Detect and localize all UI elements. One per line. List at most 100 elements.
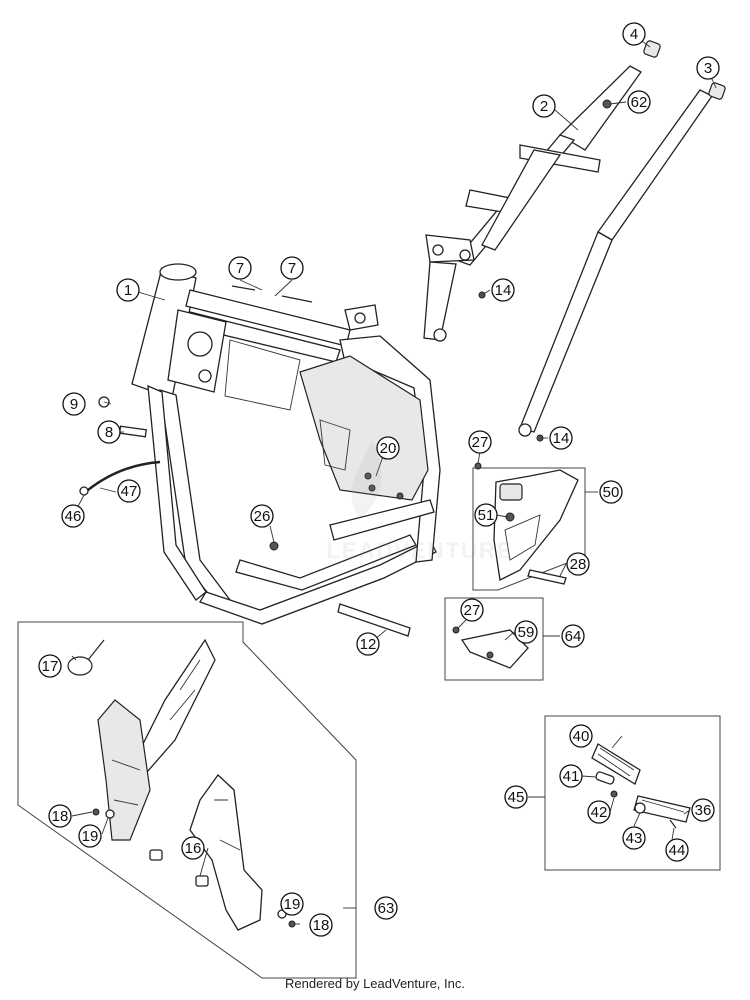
callout-12: 12 [356,632,380,656]
callout-45: 45 [504,785,528,809]
callout-42: 42 [587,800,611,824]
callout-14a: 14 [491,278,515,302]
svg-text:1: 1 [124,282,132,299]
cable-tie-17 [67,639,105,676]
callout-62: 62 [627,90,651,114]
bolt-27-upper [474,462,482,470]
svg-text:LEADVENTURE: LEADVENTURE [326,538,513,563]
svg-text:40: 40 [573,728,590,745]
callout-26: 26 [250,504,274,528]
svg-text:12: 12 [360,636,377,653]
callout-40: 40 [569,724,593,748]
svg-text:62: 62 [631,94,648,111]
cotter-pin-44 [669,819,677,829]
svg-text:3: 3 [704,60,712,77]
leadventure-watermark: LEADVENTURE [326,440,513,563]
bolt-62 [602,99,612,109]
callout-7b: 7 [280,256,304,280]
hose-47 [87,460,161,491]
frame-cap-3 [708,82,726,100]
spring-42 [610,790,618,798]
svg-text:20: 20 [380,440,397,457]
callout-63: 63 [374,896,398,920]
callout-43: 43 [622,826,646,850]
callout-16: 16 [181,836,205,860]
svg-text:26: 26 [254,508,271,525]
callout-44: 44 [665,838,689,862]
svg-text:19: 19 [82,828,99,845]
frame-protector-group-box [17,621,357,979]
chain-guide-group-box [444,597,544,681]
callout-41: 41 [559,764,583,788]
svg-text:18: 18 [313,917,330,934]
svg-text:16: 16 [185,840,202,857]
svg-text:27: 27 [464,602,481,619]
callout-47: 47 [117,479,141,503]
svg-text:45: 45 [508,789,525,806]
svg-text:43: 43 [626,830,643,847]
callout-layer: 4 3 2 62 7 7 1 14 9 8 14 27 50 47 20 51 … [38,22,720,937]
main-frame [131,263,441,625]
callout-17: 17 [38,654,62,678]
svg-text:59: 59 [518,624,535,641]
svg-text:9: 9 [70,396,78,413]
callout-8: 8 [97,420,121,444]
callout-20: 20 [376,436,400,460]
callout-19a: 19 [78,824,102,848]
callout-46: 46 [61,504,85,528]
chain-guide-59 [460,629,529,669]
clip-46 [79,486,89,496]
callout-27b: 27 [460,598,484,622]
svg-text:63: 63 [378,900,395,917]
svg-text:8: 8 [105,424,113,441]
callout-19b: 19 [280,892,304,916]
frame-guard-right [189,774,263,931]
svg-text:18: 18 [52,808,69,825]
callout-4: 4 [622,22,646,46]
callout-36: 36 [691,798,715,822]
callout-28: 28 [566,552,590,576]
screw-18-right [288,920,296,928]
callout-27a: 27 [468,430,492,454]
svg-text:2: 2 [540,98,548,115]
svg-text:28: 28 [570,556,587,573]
screw-18-left [92,808,100,816]
svg-text:19: 19 [284,896,301,913]
frame-cap-4 [643,40,661,58]
svg-text:42: 42 [591,804,608,821]
frame-guard-left [97,638,216,841]
callout-64: 64 [561,624,585,648]
subframe [423,65,713,437]
washer-19-left [105,809,115,819]
svg-text:50: 50 [603,484,620,501]
callout-18b: 18 [309,913,333,937]
svg-text:7: 7 [288,260,296,277]
footbrake-guard-50 [493,469,579,581]
bolt-27-lower [452,626,460,634]
callout-2: 2 [532,94,556,118]
svg-text:44: 44 [669,842,686,859]
callout-3: 3 [696,56,720,80]
svg-text:47: 47 [121,483,138,500]
bolt-12 [337,603,411,637]
callout-7a: 7 [228,256,252,280]
svg-text:4: 4 [630,26,638,43]
footer-credit: Rendered by LeadVenture, Inc. [285,976,465,991]
bolt-8 [118,425,148,438]
spacer-16 [149,849,209,887]
svg-text:17: 17 [42,658,59,675]
callout-1: 1 [116,278,140,302]
callout-14b: 14 [549,426,573,450]
svg-text:46: 46 [65,508,82,525]
svg-text:14: 14 [553,430,570,447]
svg-text:41: 41 [563,768,580,785]
svg-text:64: 64 [565,628,582,645]
svg-text:14: 14 [495,282,512,299]
callout-18a: 18 [48,804,72,828]
svg-text:51: 51 [478,507,495,524]
callout-51: 51 [474,503,498,527]
svg-text:36: 36 [695,802,712,819]
svg-text:27: 27 [472,434,489,451]
bolt-28 [527,569,567,585]
